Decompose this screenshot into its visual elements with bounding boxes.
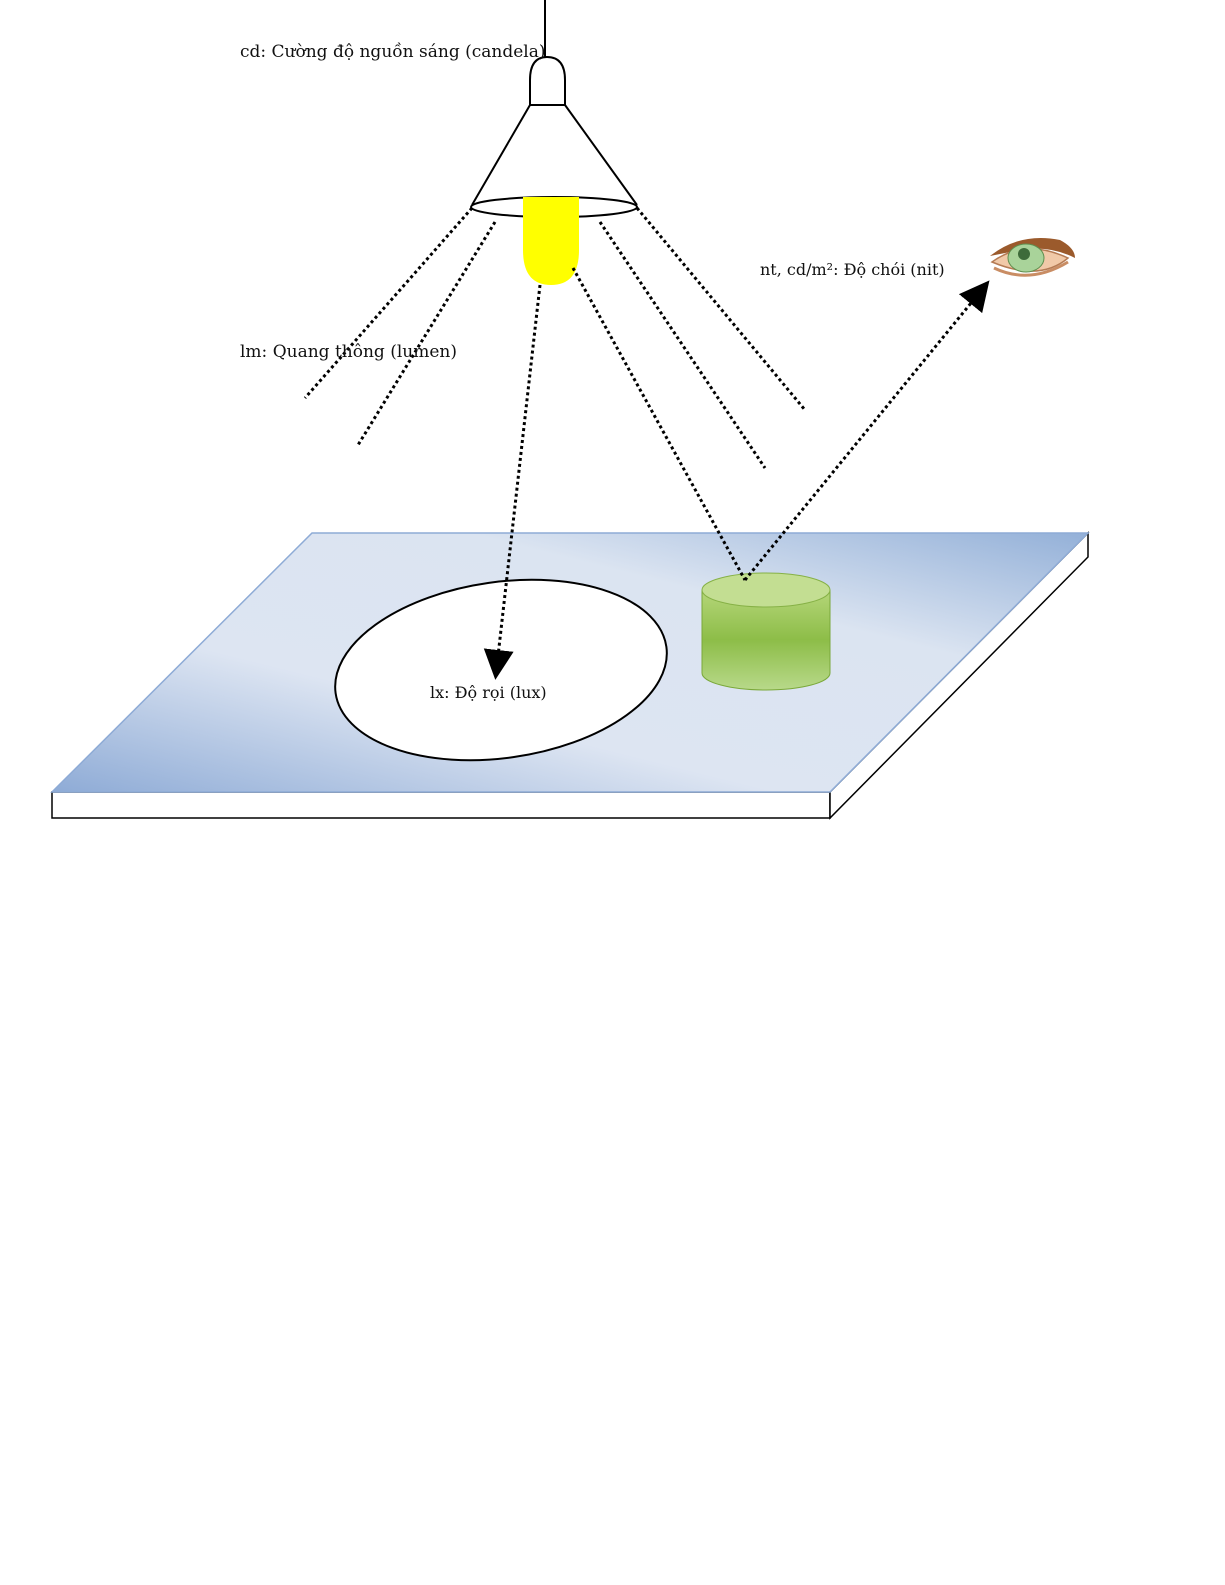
label-nit: nt, cd/m²: Độ chói (nit) — [760, 260, 945, 279]
ray-to-surface-arrow — [483, 284, 542, 680]
label-candela: cd: Cường độ nguồn sáng (candela) — [240, 42, 546, 62]
eye-icon — [990, 238, 1075, 277]
lamp — [470, 0, 638, 285]
lamp-socket — [529, 55, 566, 106]
ray-lumen-2 — [356, 221, 497, 446]
ray-3 — [598, 221, 767, 469]
lamp-shade — [471, 104, 638, 206]
table — [50, 531, 1090, 820]
table-front — [51, 791, 831, 819]
label-lumen: lm: Quang thông (lumen) — [240, 342, 457, 362]
ray-lumen-1 — [303, 207, 474, 399]
light-bulb — [523, 197, 579, 285]
light-rays — [303, 207, 990, 680]
label-lux: lx: Độ rọi (lux) — [430, 683, 547, 702]
reflected-ray-to-eye-arrow — [743, 280, 990, 581]
ray-to-object — [571, 267, 747, 581]
cylinder-object — [701, 572, 831, 691]
ray-4 — [635, 207, 807, 411]
